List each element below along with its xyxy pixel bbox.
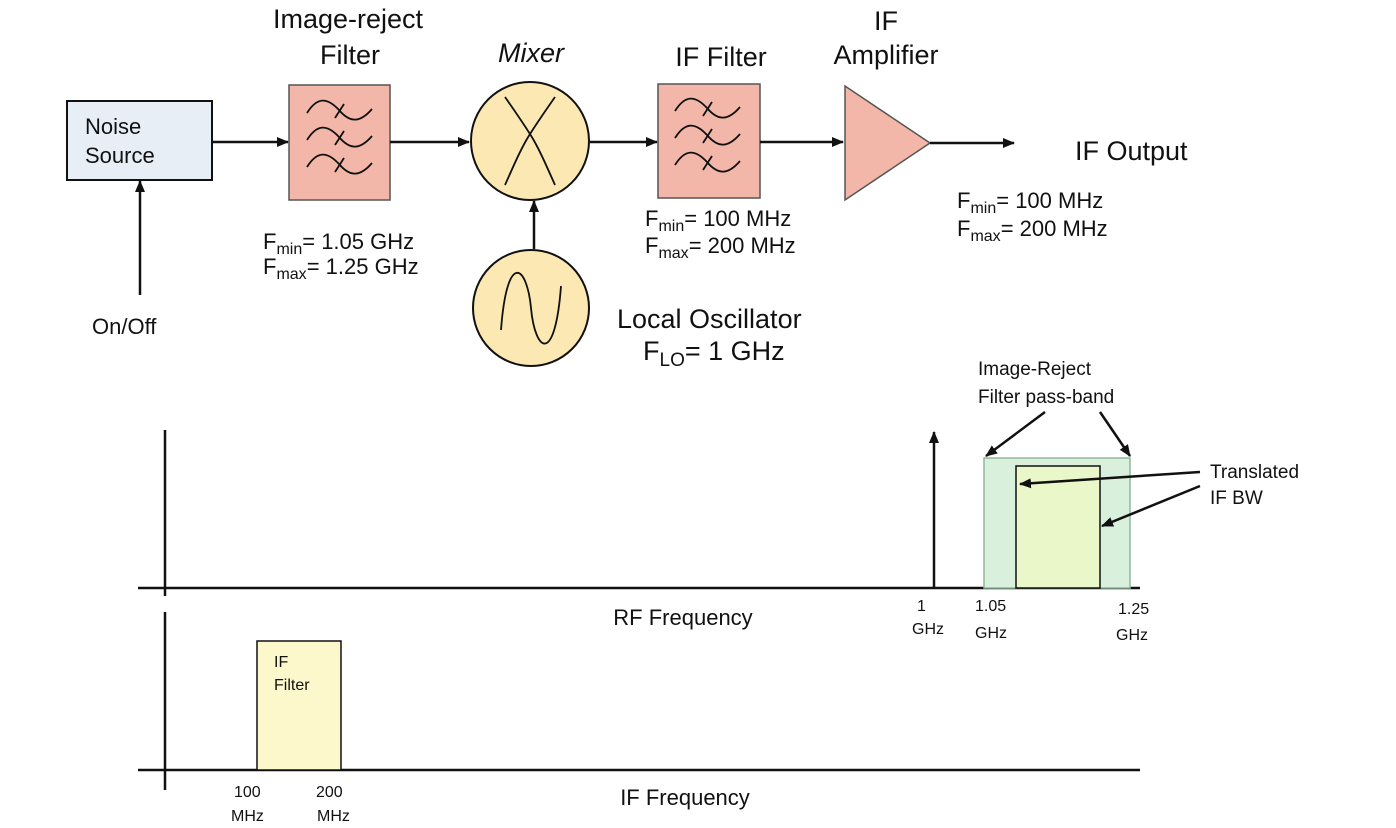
mixer-title: Mixer	[498, 38, 565, 68]
noise-source-label-1: Noise	[85, 114, 141, 139]
if-band-label-1: IF	[274, 654, 288, 671]
noise-source-box	[66, 100, 213, 181]
if-amplifier-title-1: IF	[874, 6, 898, 36]
noise-source-label-2: Source	[85, 143, 155, 168]
passband-label-1: Image-Reject	[978, 359, 1092, 380]
if-filter-fmax: Fmax= 200 MHz	[645, 233, 796, 262]
if-band-label-2: Filter	[274, 677, 310, 694]
rf-tick-1-unit: GHz	[912, 621, 944, 638]
rf-tick-2-value: 1.05	[975, 598, 1006, 615]
if-filter-fmin: Fmin= 100 MHz	[645, 206, 791, 235]
if-filter-block: IF Filter Fmin= 100 MHz Fmax= 200 MHz	[645, 42, 796, 262]
if-tick-2-unit: MHz	[317, 808, 350, 825]
rf-tick-1-value: 1	[917, 598, 926, 615]
if-filter-box	[657, 83, 761, 199]
mixer-block: Mixer	[470, 38, 590, 201]
on-off-label: On/Off	[92, 314, 157, 339]
image-reject-fmin: Fmin= 1.05 GHz	[263, 229, 414, 258]
if-amplifier-block: IF Amplifier	[833, 6, 939, 202]
mixer-cross-icon	[504, 96, 556, 186]
if-band-rect	[256, 640, 342, 771]
sine-wave-icon	[500, 272, 562, 345]
filter-wave-icon	[674, 97, 741, 173]
translated-arrow-upper	[1019, 470, 1201, 489]
if-amplifier-title-2: Amplifier	[833, 40, 938, 70]
local-oscillator-block: Local Oscillator FLO= 1 GHz	[472, 249, 802, 371]
if-filter-title: IF Filter	[675, 42, 767, 72]
local-oscillator-title: Local Oscillator	[617, 304, 802, 334]
translated-label-2: IF BW	[1210, 488, 1263, 509]
rf-tick-3-unit: GHz	[1116, 627, 1148, 644]
noise-source-block: Noise Source	[66, 100, 213, 181]
rf-tick-labels: 1 GHz 1.05 GHz 1.25 GHz	[912, 598, 1149, 644]
translated-arrow-lower	[1101, 484, 1201, 528]
filter-wave-icon	[306, 99, 373, 175]
if-output-block: IF Output Fmin= 100 MHz Fmax= 200 MHz	[957, 136, 1188, 245]
if-tick-1-value: 100	[234, 784, 261, 801]
image-reject-fmax: Fmax= 1.25 GHz	[263, 254, 419, 283]
rf-tick-3-value: 1.25	[1118, 601, 1149, 618]
if-tick-labels: 100 MHz 200 MHz	[231, 784, 350, 825]
mixer-circle	[470, 81, 590, 201]
rf-tick-2-unit: GHz	[975, 625, 1007, 642]
translated-label-1: Translated	[1210, 462, 1299, 483]
rf-axis-label: RF Frequency	[613, 605, 752, 630]
image-reject-title-1: Image-reject	[273, 4, 424, 34]
passband-arrow-left	[985, 410, 1046, 458]
if-output-fmax: Fmax= 200 MHz	[957, 216, 1108, 245]
if-output-title: IF Output	[1075, 136, 1188, 166]
amplifier-triangle-icon	[844, 84, 932, 202]
local-oscillator-flo: FLO= 1 GHz	[643, 336, 785, 371]
if-output-fmin: Fmin= 100 MHz	[957, 188, 1103, 217]
if-tick-2-value: 200	[316, 784, 343, 801]
image-reject-filter-box	[288, 84, 391, 201]
if-tick-1-unit: MHz	[231, 808, 264, 825]
if-axis-label: IF Frequency	[620, 785, 750, 810]
image-reject-title-2: Filter	[320, 40, 380, 70]
passband-label-2: Filter pass-band	[978, 387, 1114, 408]
passband-arrow-right	[1098, 411, 1132, 457]
image-reject-filter-block: Image-reject Filter Fmin= 1.05 GHz Fmax=…	[263, 4, 424, 283]
